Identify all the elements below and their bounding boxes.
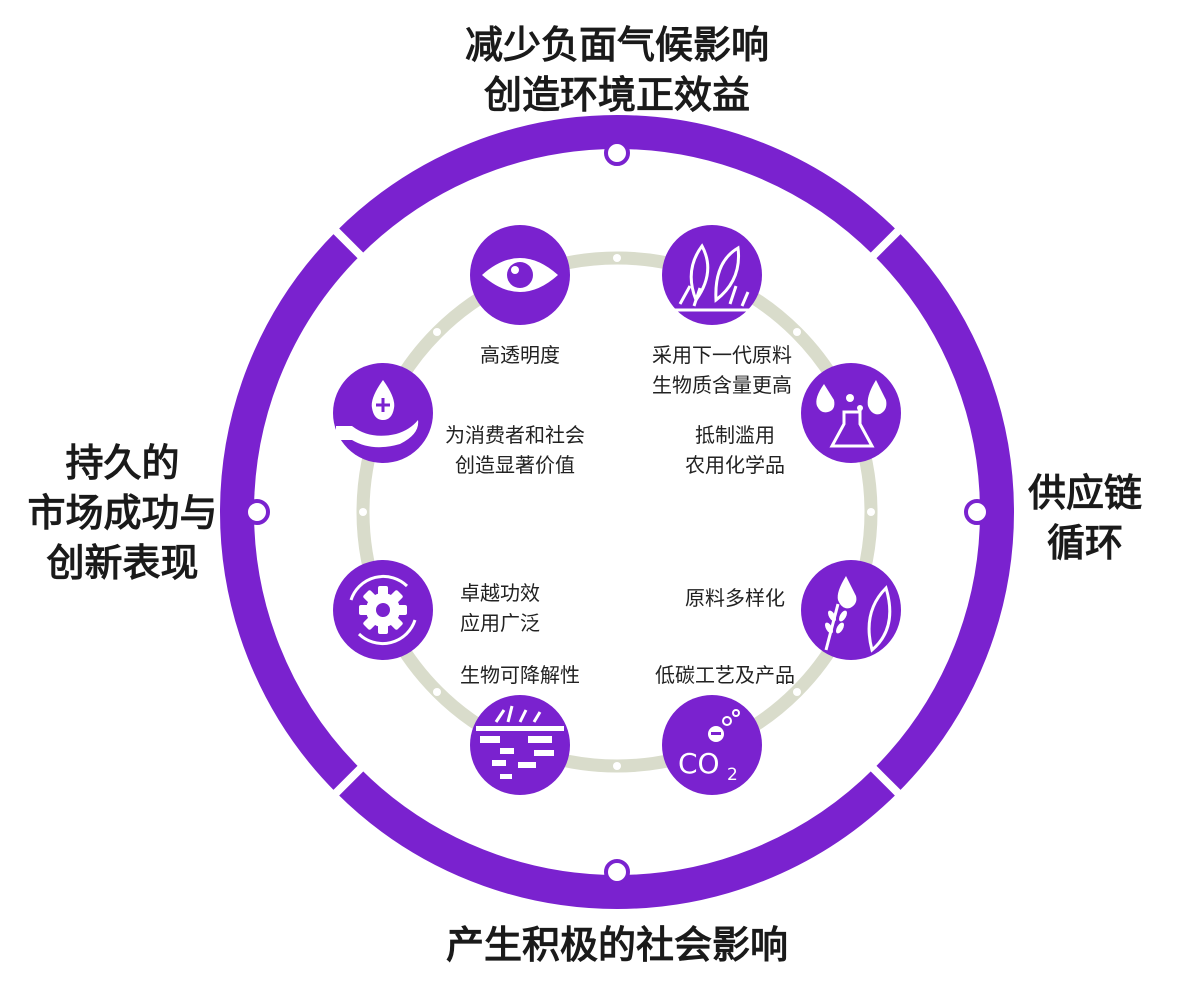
outer-label-bottom: 产生积极的社会影响 <box>445 923 788 967</box>
ring-connectors <box>229 124 1005 900</box>
outer-label-top: 减少负面气候影响 创造环境正效益 <box>464 23 769 117</box>
co2-subscript: 2 <box>727 765 738 785</box>
outer-label-right: 供应链 循环 <box>1027 471 1142 565</box>
hand-drop-icon <box>333 363 433 463</box>
item-label-consumer-value: 为消费者和社会 创造显著价值 <box>445 423 585 477</box>
wheat-leaf-icon <box>801 560 901 660</box>
co2-icon: CO 2 <box>662 695 762 795</box>
eye-icon <box>470 225 570 325</box>
gear-cycle-icon <box>333 560 433 660</box>
soil-breakdown-icon <box>470 695 570 795</box>
item-label-low-carbon: 低碳工艺及产品 <box>655 663 795 687</box>
item-label-performance: 卓越功效 应用广泛 <box>460 581 540 635</box>
flask-drops-icon <box>801 363 901 463</box>
item-label-renewable: 采用下一代原料 生物质含量更高 <box>652 343 792 397</box>
item-label-transparency: 高透明度 <box>480 343 560 367</box>
inner-track-dots <box>359 254 875 770</box>
outer-ring-gaps <box>333 228 901 796</box>
ring-node-bottom <box>604 859 630 885</box>
co2-text: CO <box>678 747 720 780</box>
item-label-chemicals: 抵制滥用 农用化学品 <box>685 423 785 477</box>
ring-node-left <box>244 499 270 525</box>
ring-nodes <box>244 140 990 885</box>
item-label-diversity: 原料多样化 <box>685 586 785 610</box>
ring-node-right <box>964 499 990 525</box>
outer-label-left: 持久的 市场成功与 创新表现 <box>27 441 218 585</box>
grass-leaves-icon <box>662 225 762 325</box>
ring-node-top <box>604 140 630 166</box>
item-label-biodegradable: 生物可降解性 <box>460 663 580 687</box>
